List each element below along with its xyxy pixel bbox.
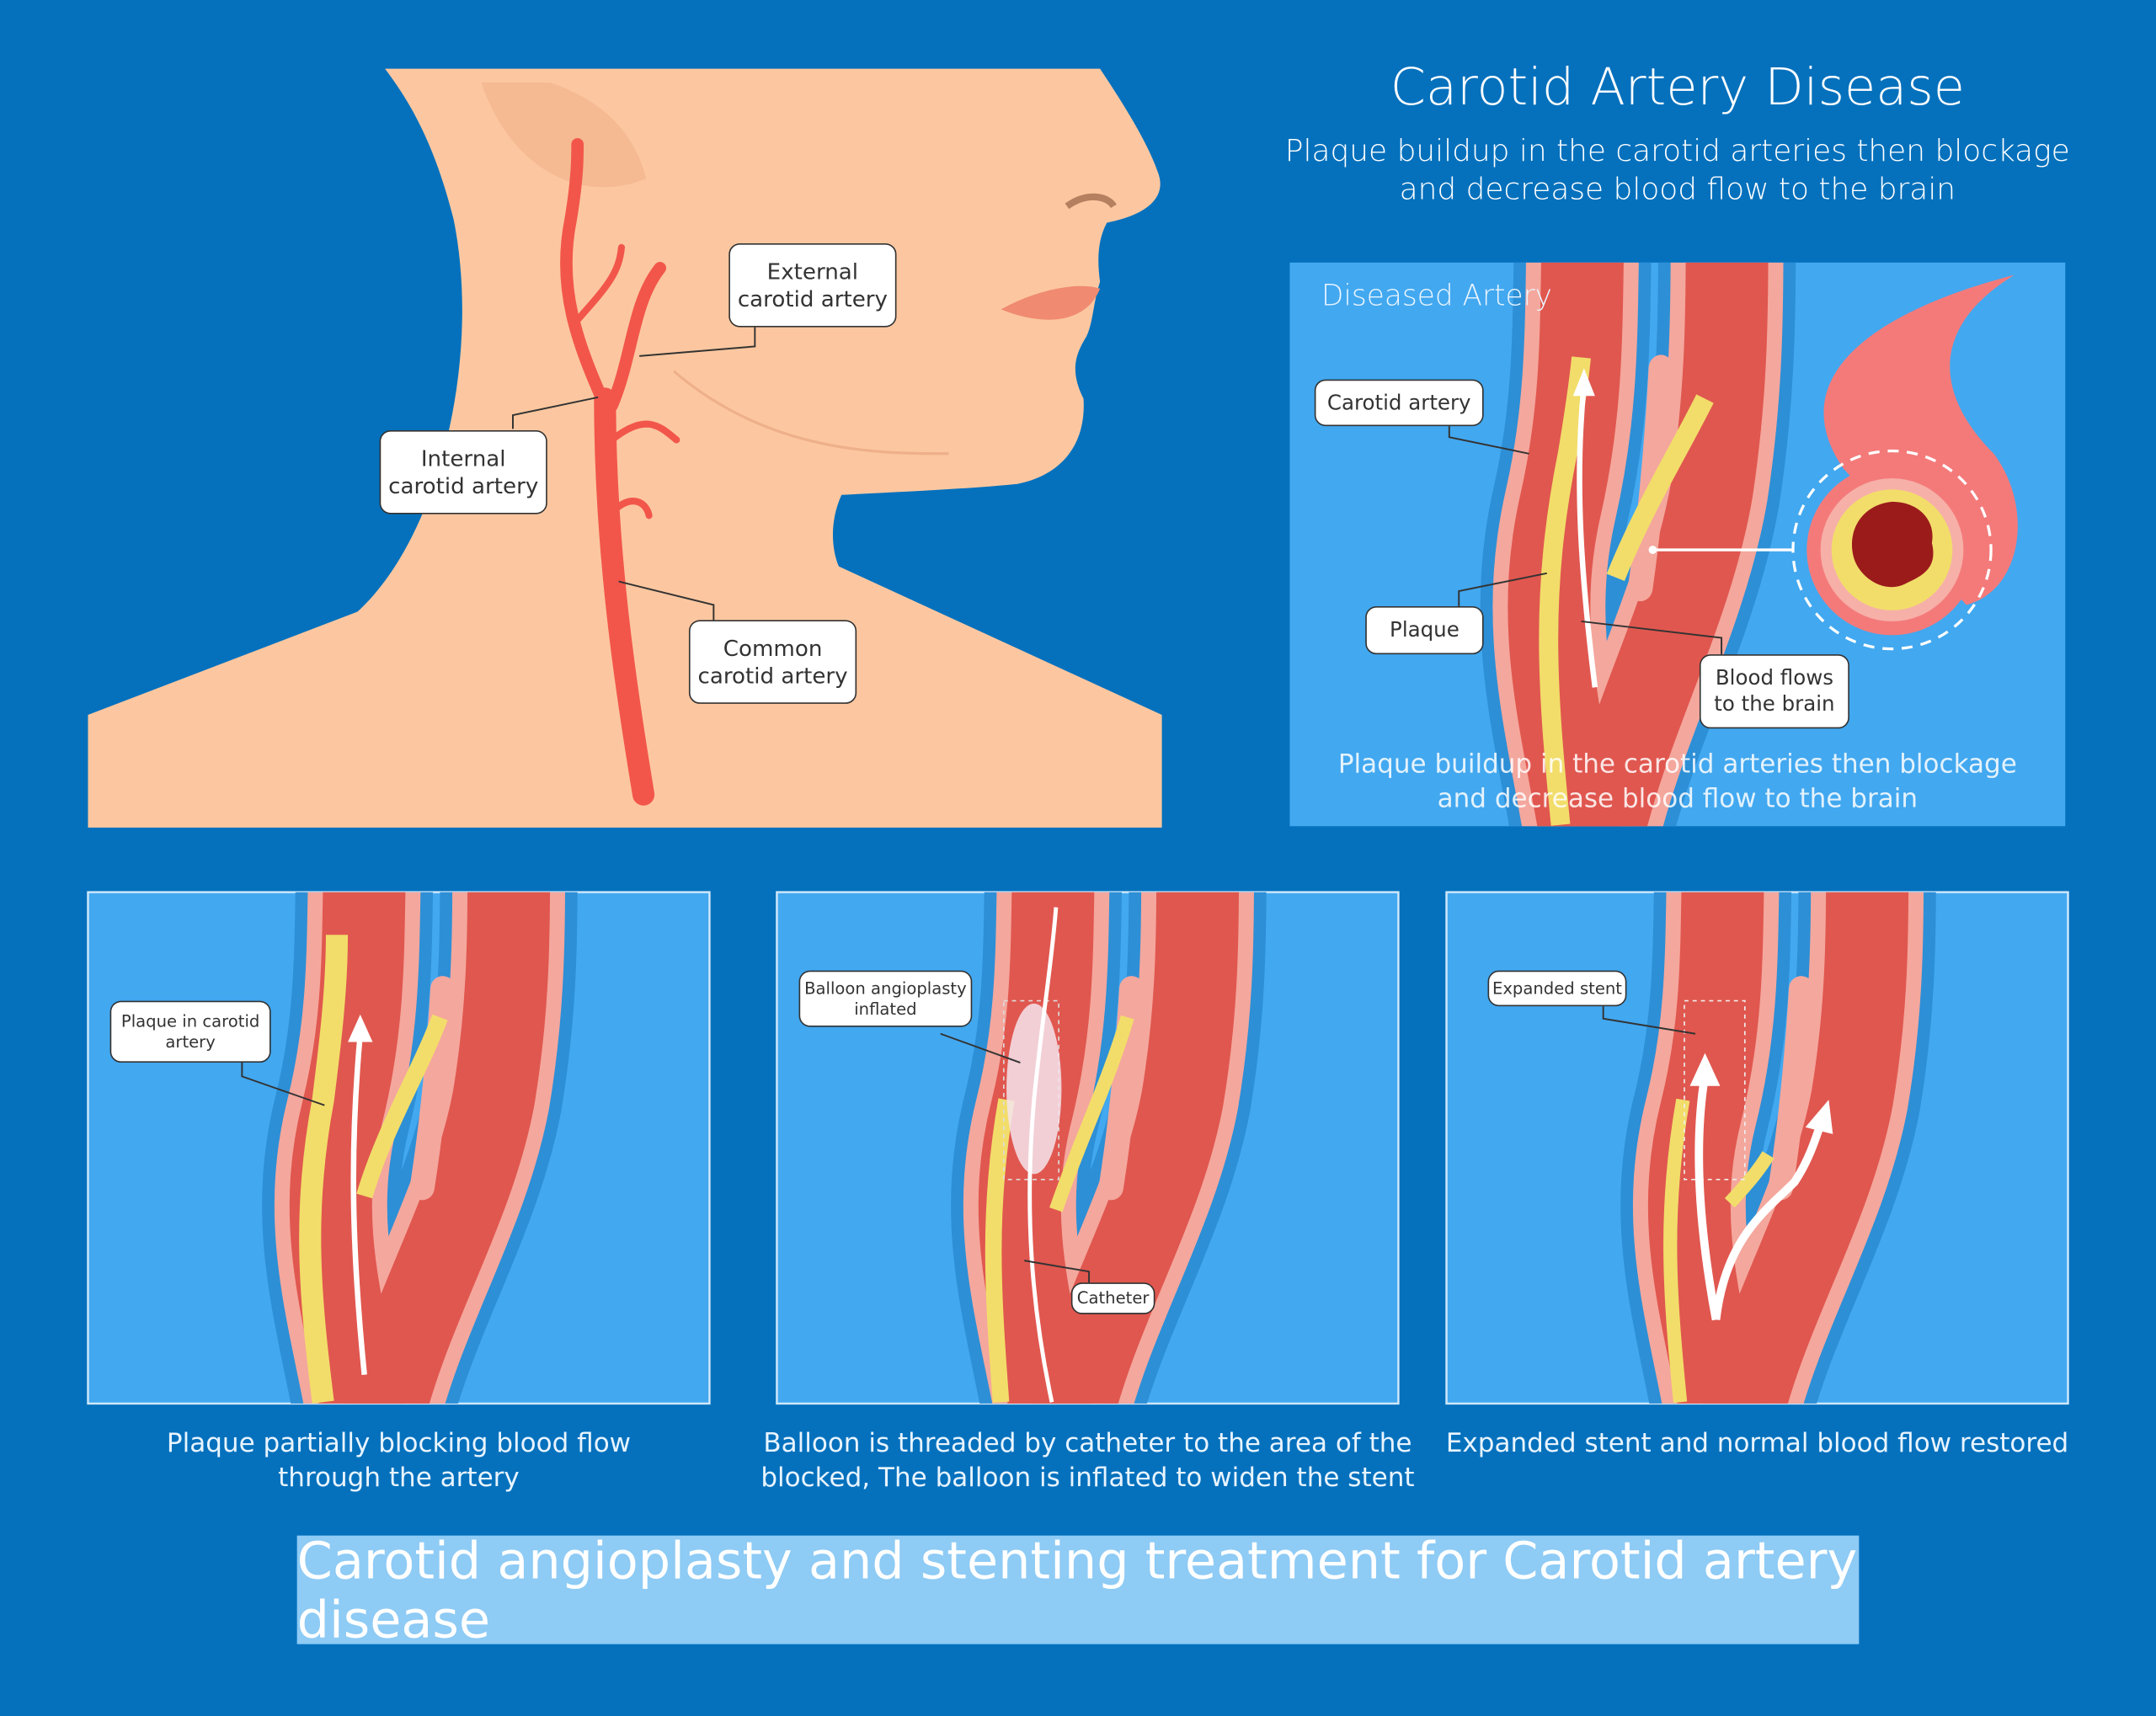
label-expanded-stent: Expanded stent <box>1487 970 1627 1007</box>
label-line: to the brain <box>1714 691 1835 717</box>
label-line: carotid artery <box>737 285 888 312</box>
label-line: artery <box>165 1031 216 1052</box>
caption-line: Plaque partially blocking blood flow <box>166 1428 632 1459</box>
label-line: External <box>766 258 859 285</box>
page-title: Carotid Artery Disease <box>1390 57 1965 117</box>
page-subtitle: Plaque buildup in the carotid arteries t… <box>1265 133 2090 210</box>
external-carotid-artery <box>606 262 667 412</box>
subtitle-line: and decrease blood flow to the brain <box>1399 173 1956 208</box>
label-plaque: Plaque <box>1365 605 1484 655</box>
step3-caption: Expanded stent and normal blood flow res… <box>1417 1427 2099 1462</box>
label-catheter: Catheter <box>1070 1282 1155 1314</box>
caption-line: through the artery <box>278 1463 520 1494</box>
label-line: Plaque in carotid <box>120 1010 260 1031</box>
caption-line: Expanded stent and normal blood flow res… <box>1445 1428 2069 1459</box>
label-line: carotid artery <box>697 662 848 689</box>
step1-caption: Plaque partially blocking blood flow thro… <box>88 1427 709 1496</box>
bottom-banner: Carotid angioplasty and stenting treatme… <box>296 1531 1860 1649</box>
label-line: Common <box>723 634 823 661</box>
caption-line: Plaque buildup in the carotid arteries t… <box>1337 749 2017 780</box>
catheter-line <box>1027 907 1059 1403</box>
label-carotid-artery: Carotid artery <box>1314 379 1484 427</box>
common-carotid-artery <box>594 387 655 806</box>
label-line: inflated <box>854 999 917 1018</box>
diseased-caption: Plaque buildup in the carotid arteries t… <box>1289 748 2065 817</box>
label-line: Blood flows <box>1715 665 1833 690</box>
caption-line: Balloon is threaded by catheter to the a… <box>763 1428 1412 1459</box>
diseased-artery-title: Diseased Artery <box>1321 279 1552 312</box>
label-line: Balloon angioplasty <box>804 978 967 998</box>
label-line: carotid artery <box>388 472 539 498</box>
expanded-stent <box>1684 999 1746 1180</box>
caption-line: blocked, The balloon is inflated to wide… <box>760 1463 1415 1494</box>
label-line: Internal <box>420 445 506 472</box>
subtitle-line: Plaque buildup in the carotid arteries t… <box>1284 134 2070 169</box>
step2-caption: Balloon is threaded by catheter to the a… <box>743 1427 1433 1496</box>
caption-line: and decrease blood flow to the brain <box>1437 783 1919 814</box>
internal-carotid-artery <box>560 138 611 412</box>
